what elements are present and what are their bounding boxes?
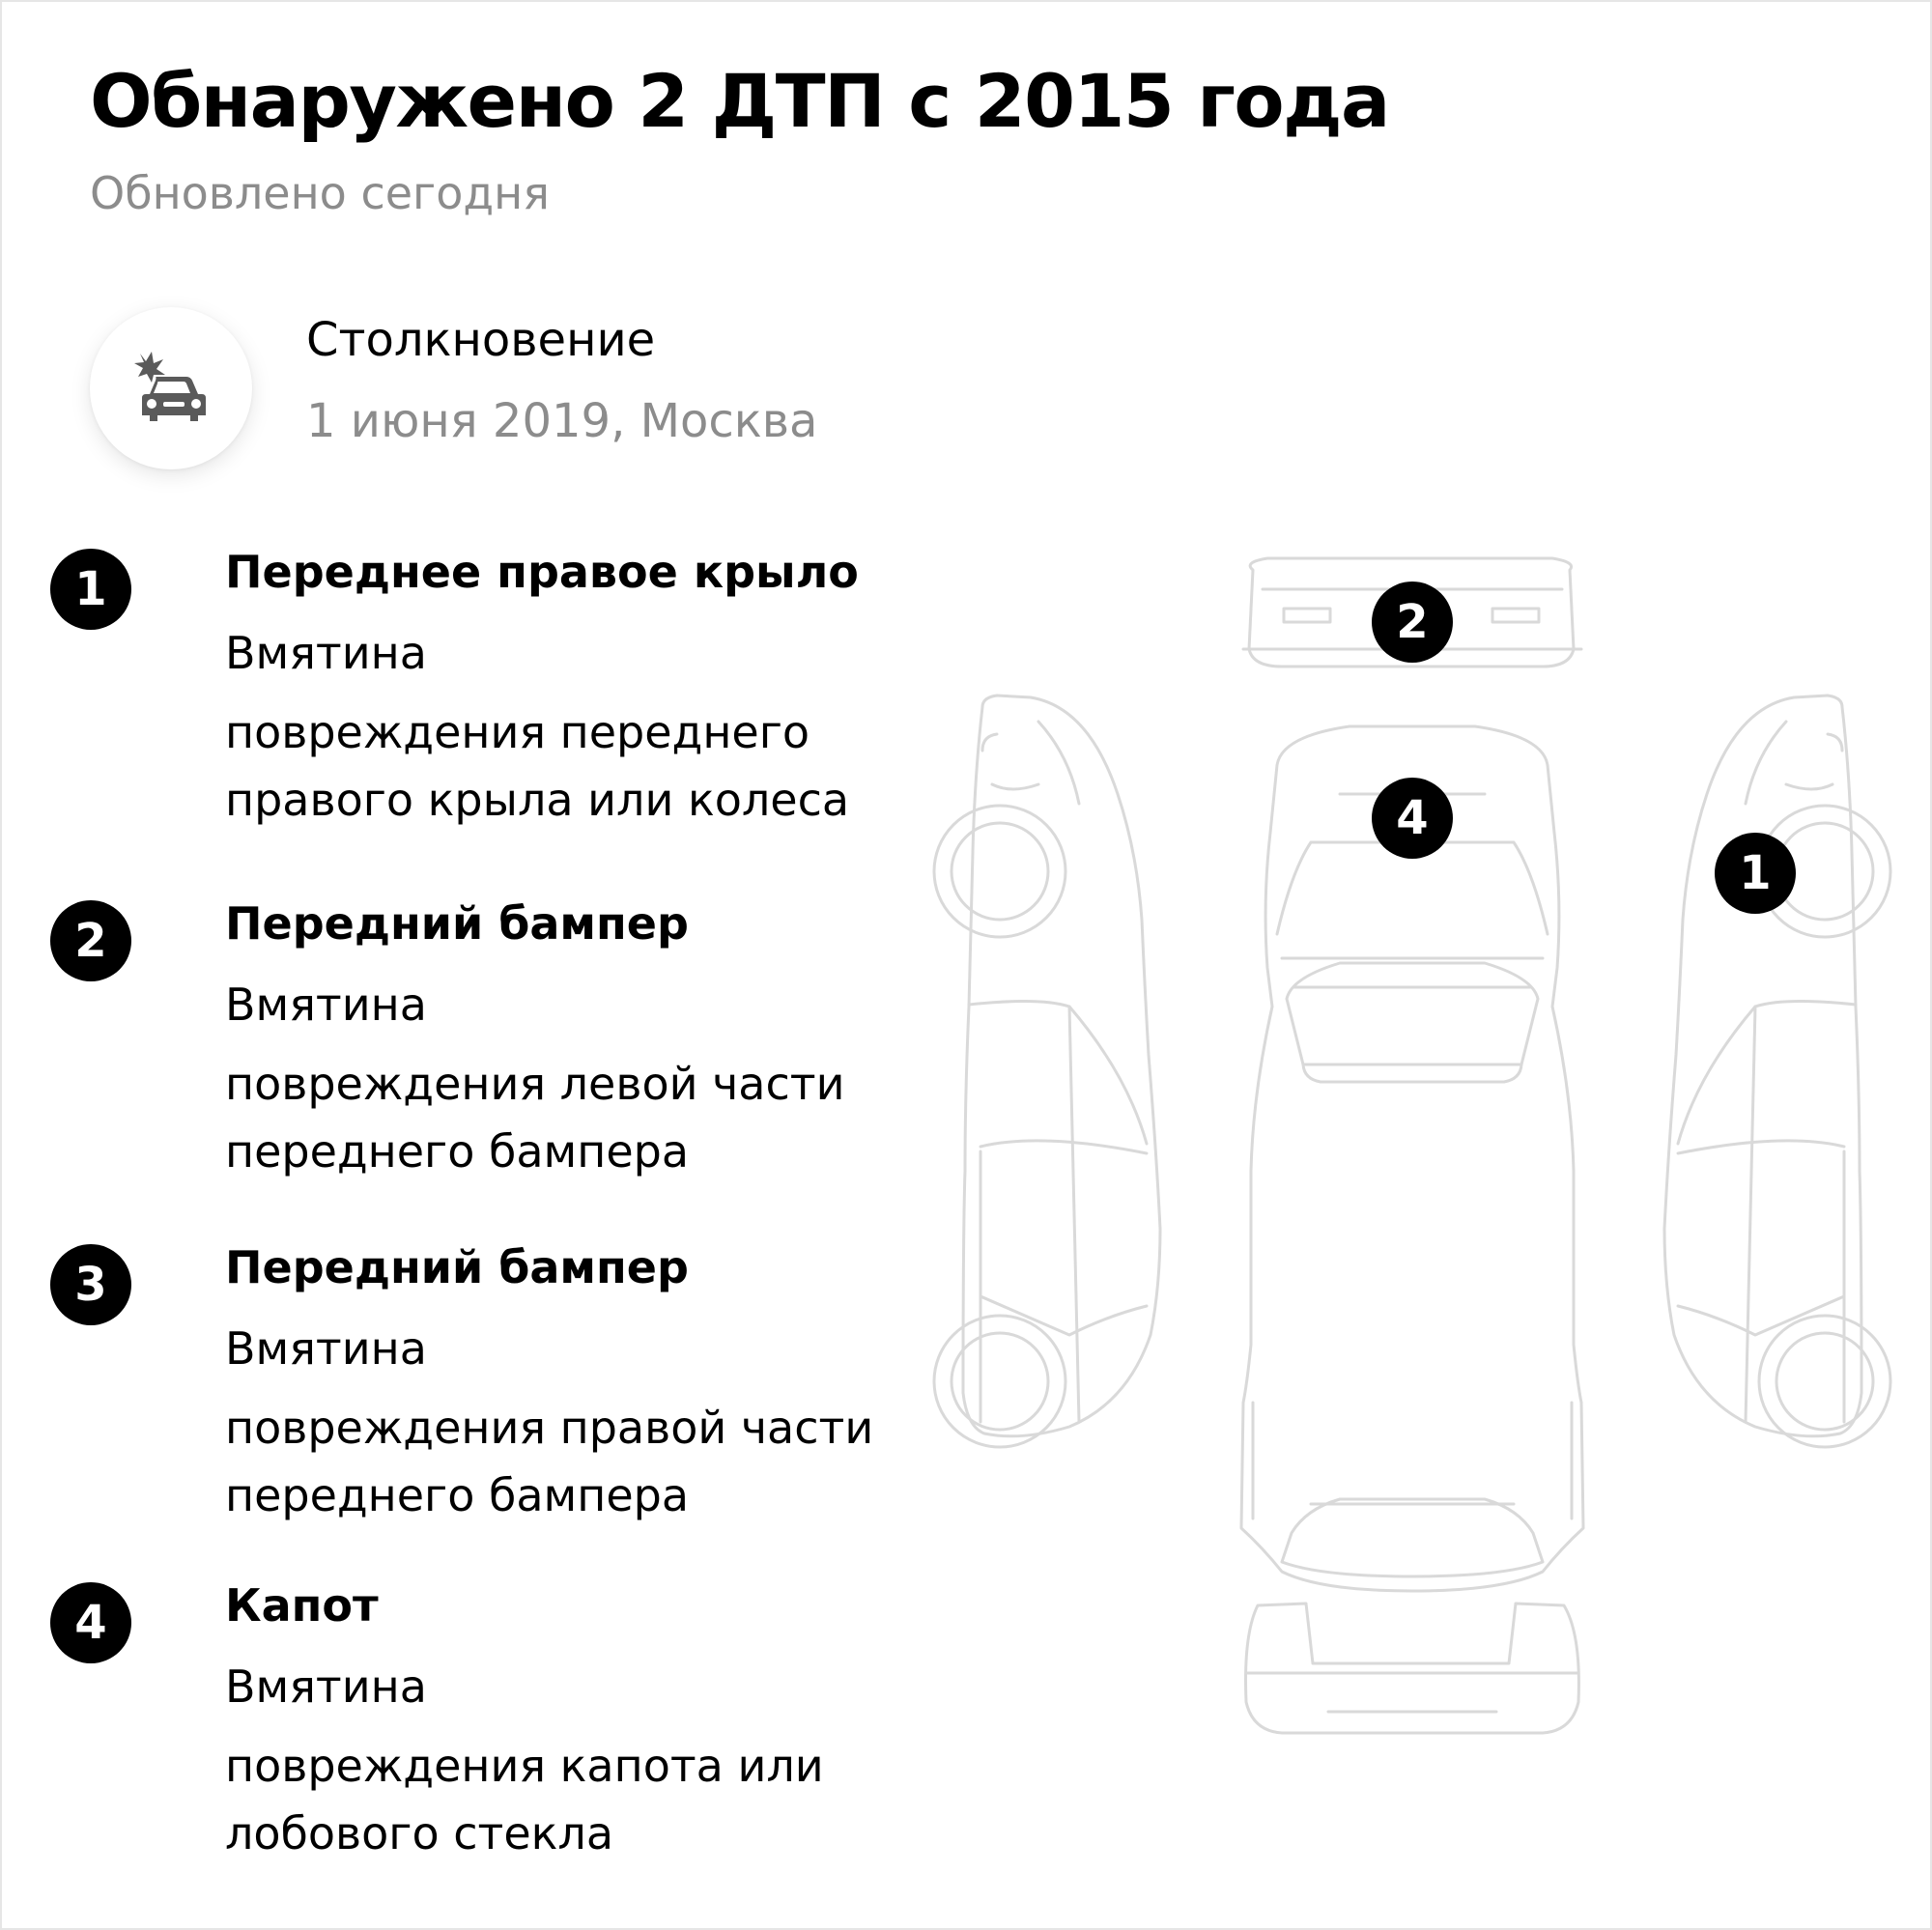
car-left-side-outline <box>932 694 1162 1449</box>
damage-description: повреждения капота или лобового стекла <box>225 1740 824 1859</box>
car-top-view-outline <box>1239 724 1585 1593</box>
damage-description: повреждения левой части переднего бампер… <box>225 1058 845 1178</box>
event-type: Столкновение <box>306 313 656 367</box>
car-damage-diagram: 2 4 1 <box>924 553 1900 1750</box>
damage-type: Вмятина <box>225 627 427 679</box>
car-crash-icon <box>134 352 206 421</box>
car-right-side-outline <box>1662 694 1892 1449</box>
damage-part: Передний бампер <box>225 1241 689 1293</box>
diagram-marker-front-right-fender: 1 <box>1715 833 1796 914</box>
damage-part: Капот <box>225 1579 379 1632</box>
damage-type: Вмятина <box>225 1322 427 1375</box>
event-date-place: 1 июня 2019, Москва <box>306 394 818 448</box>
page-title: Обнаружено 2 ДТП с 2015 года <box>90 58 1390 144</box>
car-outline-icon <box>932 556 1892 1735</box>
damage-type: Вмятина <box>225 1660 427 1713</box>
damage-part: Передний бампер <box>225 897 689 950</box>
updated-status: Обновлено сегодня <box>90 167 550 219</box>
event-icon-badge <box>90 307 252 469</box>
damage-number-badge: 2 <box>50 900 131 981</box>
rear-bumper-outline <box>1244 1602 1580 1735</box>
damage-number-badge: 3 <box>50 1244 131 1325</box>
damage-number-badge: 4 <box>50 1582 131 1663</box>
diagram-marker-front-bumper: 2 <box>1372 582 1453 663</box>
front-bumper-outline <box>1241 556 1583 668</box>
damage-number-badge: 1 <box>50 549 131 630</box>
damage-description: повреждения правой части переднего бампе… <box>225 1402 874 1521</box>
damage-part: Переднее правое крыло <box>225 546 859 598</box>
damage-description: повреждения переднего правого крыла или … <box>225 706 850 826</box>
diagram-marker-hood: 4 <box>1372 778 1453 859</box>
damage-type: Вмятина <box>225 979 427 1031</box>
